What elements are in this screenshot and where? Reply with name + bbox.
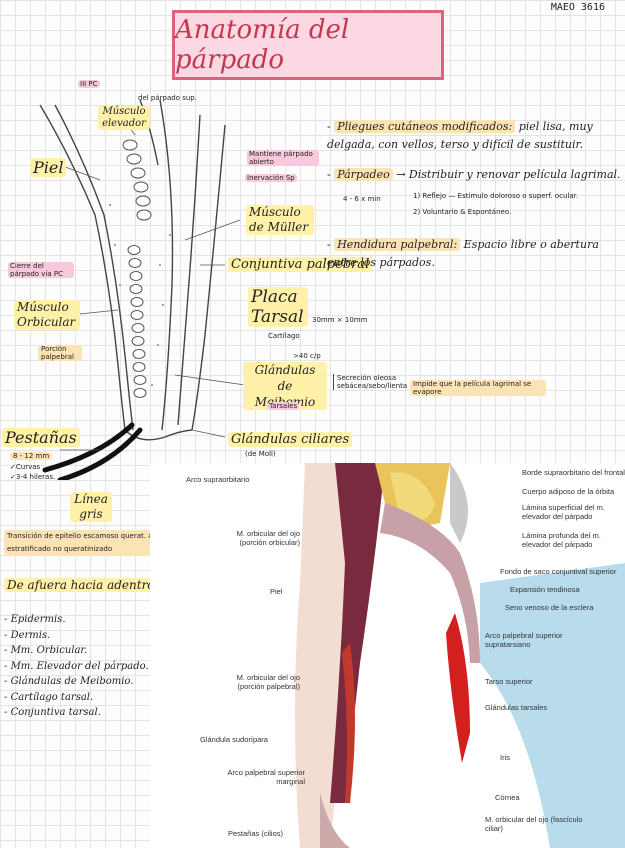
atlas-label-right: Tarso superior	[485, 677, 533, 686]
atlas-label-right: Lámina superficial del m. elevador del p…	[522, 503, 605, 521]
list-item: - Mm. Elevador del párpado.	[4, 660, 149, 672]
list-item: - Epidermis.	[4, 614, 66, 625]
list-item: - Conjuntiva tarsal.	[4, 707, 101, 718]
cantidad-label: >40 c/p	[293, 352, 321, 360]
note-pliegues: - Pliegues cutáneos modificados: piel li…	[327, 120, 593, 151]
atlas-label-left: M. orbicular del ojo (porción orbicular)	[236, 529, 300, 547]
atlas-label-left: Glándula sudorípara	[200, 735, 268, 744]
atlas-label-left: M. orbicular del ojo (porción palpebral)	[236, 673, 300, 691]
list-item: - Dermis.	[4, 629, 51, 641]
note-parpadeo-sub1: 1) Reflejo — Estímulo doloroso o superf.…	[413, 192, 579, 200]
note-pliegues-text: piel lisa, muy delgada, con vellos, ters…	[327, 120, 593, 151]
iii-pc-label: III PC	[78, 80, 100, 88]
layers-heading: De afuera hacia adentro:	[4, 578, 162, 592]
porcion-palpebral-label: Porción palpebral	[38, 345, 82, 361]
parpado-sup-label: del párpado sup.	[138, 94, 197, 102]
atlas-label-right: Seno venoso de la esclera	[505, 603, 594, 612]
placa-tarsal-label: Placa Tarsal	[248, 287, 308, 327]
atlas-illustration: Arco supraorbitario M. orbicular del ojo…	[150, 463, 625, 848]
atlas-label-right: M. orbicular del ojo (fascículo ciliar)	[485, 815, 583, 833]
page-code: MAEO 3616	[550, 2, 605, 13]
note-parpadeo-title: Párpadeo	[334, 168, 393, 181]
inervacion-label: Inervación Sp	[245, 174, 297, 182]
list-item: - Glándulas de Meibomio.	[4, 676, 134, 687]
atlas-label-right: Cuerpo adiposo de la órbita	[522, 487, 615, 496]
atlas-label-right: Lámina profunda del m. elevador del párp…	[522, 531, 601, 549]
atlas-figure	[295, 463, 625, 848]
transicion-label: Transición de epitelio escamoso querat. …	[4, 530, 160, 556]
placa-dims-label: 30mm × 10mm	[312, 316, 368, 324]
note-hendidura: - Hendidura palpebral: Espacio libre o a…	[327, 238, 599, 269]
page-title: Anatomía del párpado	[172, 10, 444, 80]
note-hendidura-title: Hendidura palpebral:	[334, 238, 461, 251]
eyelid-diagram	[39, 99, 246, 480]
mantiene-parpado-label: Mantiene párpado abierto	[247, 150, 319, 166]
note-parpadeo-freq: 4 - 6 x min	[343, 195, 381, 203]
conjuntiva-palpebral-label: Conjuntiva palpebral	[228, 257, 373, 272]
layers-list: - Epidermis. - Dermis. - Mm. Orbicular. …	[4, 612, 149, 721]
glandulas-ciliares-label: Glándulas ciliares	[228, 432, 353, 447]
impide-label: Impide que la película lagrimal se evapo…	[410, 380, 546, 396]
tarsales-label: Tarsales	[267, 402, 300, 410]
musculo-elevador-label: Músculo elevador	[98, 106, 150, 130]
pestanas-label: Pestañas	[2, 428, 80, 447]
list-item: - Mm. Orbicular.	[4, 645, 88, 656]
atlas-label-right: Córnea	[495, 793, 520, 802]
musculo-muller-label: Músculo de Müller	[246, 205, 314, 235]
note-hendidura-text: Espacio libre o abertura entre los párpa…	[327, 238, 599, 269]
moll-label: (de Moll)	[245, 450, 276, 458]
cierre-parpado-label: Cierre del párpado vía PC	[8, 262, 74, 278]
atlas-label-left: Piel	[270, 587, 283, 596]
linea-gris-label: Línea gris	[70, 492, 112, 522]
note-parpadeo-text: → Distribuir y renovar película lagrimal…	[396, 168, 621, 181]
piel-label: Piel	[30, 158, 67, 177]
atlas-label-left: Arco supraorbitario	[186, 475, 250, 484]
atlas-label-left: Arco palpebral superior marginal	[227, 768, 305, 786]
atlas-label-left: Pestañas (cilios)	[228, 829, 284, 838]
atlas-label-right: Expansión tendinosa	[510, 585, 580, 594]
musculo-orbicular-label: Músculo Orbicular	[14, 300, 80, 330]
pestanas-mm-label: 8 - 12 mm	[10, 452, 53, 460]
hileras-label: ✓3-4 hileras.	[10, 473, 56, 481]
note-pliegues-title: Pliegues cutáneos modificados:	[334, 120, 516, 133]
atlas-label-right: Arco palpebral superior supratarsiano	[485, 631, 563, 649]
atlas-label-right: Borde supraorbitario del frontal	[522, 468, 625, 477]
list-item: - Cartílago tarsal.	[4, 691, 94, 703]
note-parpadeo-sub2: 2) Voluntario & Espontáneo.	[413, 208, 512, 216]
atlas-label-right: Iris	[500, 753, 510, 762]
atlas-label-right: Fondo de saco conjuntival superior	[500, 567, 617, 576]
curvas-label: ✓Curvas	[10, 463, 41, 471]
atlas-label-right: Glándulas tarsales	[485, 703, 548, 712]
secrecion-label: Secreción oleosa sebácea/sebo/lienta	[333, 374, 407, 390]
cartilago-label: Cartílago	[268, 332, 300, 340]
note-parpadeo: - Párpadeo → Distribuir y renovar pelícu…	[327, 168, 621, 181]
